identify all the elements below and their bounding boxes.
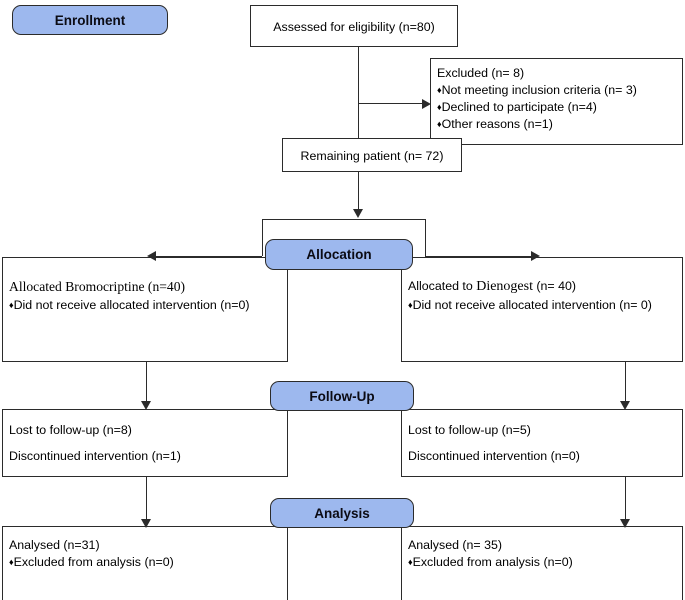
connector-assessed-to-remaining xyxy=(358,47,359,138)
box-followup-left: Lost to follow-up (n=8) Discontinued int… xyxy=(2,409,288,477)
excluded-reason-3: ♦Other reasons (n=1) xyxy=(437,116,678,132)
allocation-split-bar xyxy=(262,219,426,220)
stage-label-analysis-text: Analysis xyxy=(314,505,370,521)
arrow-left-allocation-to-followup xyxy=(140,401,151,410)
allocated-right-heading-suffix: (n= 40) xyxy=(532,279,577,293)
connector-remaining-to-allocation xyxy=(358,172,359,209)
analysis-right-excluded-text: Excluded from analysis (n=0) xyxy=(412,555,573,569)
analysis-right-analysed: Analysed (n= 35) xyxy=(408,538,503,552)
arrow-to-excluded xyxy=(422,98,431,109)
box-assessed-for-eligibility: Assessed for eligibility (n=80) xyxy=(250,5,458,47)
arrow-allocation-left xyxy=(147,251,156,261)
connector-to-excluded xyxy=(358,103,422,104)
stage-label-followup-text: Follow-Up xyxy=(309,388,375,404)
followup-right-discontinued: Discontinued intervention (n=0) xyxy=(408,449,580,463)
connector-right-allocation-to-followup xyxy=(625,362,626,401)
stage-label-enrollment: Enrollment xyxy=(12,5,168,35)
arrow-left-followup-to-analysis xyxy=(140,519,151,528)
excluded-reason-1-text: Not meeting inclusion criteria (n= 3) xyxy=(441,83,637,97)
allocated-right-note: ♦Did not receive allocated intervention … xyxy=(408,297,678,313)
box-remaining-patient: Remaining patient (n= 72) xyxy=(282,138,462,172)
diamond-bullet-icon: ♦ xyxy=(437,102,442,112)
stage-label-allocation: Allocation xyxy=(265,239,413,270)
allocated-left-note-text: Did not receive allocated intervention (… xyxy=(13,298,250,312)
arrow-allocation-right xyxy=(531,251,540,261)
box-allocated-left: Allocated Bromocriptine (n=40) ♦Did not … xyxy=(2,257,288,362)
followup-right-lost: Lost to follow-up (n=5) xyxy=(408,423,531,437)
diamond-bullet-icon: ♦ xyxy=(408,300,413,310)
allocation-arm-right xyxy=(425,256,531,258)
analysis-left-excluded-text: Excluded from analysis (n=0) xyxy=(13,555,174,569)
assessed-text: Assessed for eligibility (n=80) xyxy=(273,20,435,34)
allocation-split-left-drop xyxy=(262,219,263,256)
arrow-remaining-to-allocation xyxy=(352,209,363,218)
analysis-left-excluded: ♦Excluded from analysis (n=0) xyxy=(9,554,283,570)
box-analysis-right: Analysed (n= 35) ♦Excluded from analysis… xyxy=(401,526,683,600)
stage-label-followup: Follow-Up xyxy=(270,381,414,411)
diamond-bullet-icon: ♦ xyxy=(437,119,442,129)
analysis-right-excluded: ♦Excluded from analysis (n=0) xyxy=(408,554,678,570)
connector-left-allocation-to-followup xyxy=(146,362,147,401)
allocated-left-heading: Allocated Bromocriptine (n=40) xyxy=(9,279,186,294)
stage-label-analysis: Analysis xyxy=(270,498,414,528)
stage-label-enrollment-text: Enrollment xyxy=(54,12,126,28)
excluded-reason-1: ♦Not meeting inclusion criteria (n= 3) xyxy=(437,82,678,98)
allocated-left-note: ♦Did not receive allocated intervention … xyxy=(9,297,283,313)
followup-left-discontinued: Discontinued intervention (n=1) xyxy=(9,449,181,463)
excluded-title: Excluded (n= 8) xyxy=(437,66,525,80)
excluded-reason-2-text: Declined to participate (n=4) xyxy=(441,100,597,114)
box-allocated-right: Allocated to Dienogest (n= 40) ♦Did not … xyxy=(401,257,683,362)
box-followup-right: Lost to follow-up (n=5) Discontinued int… xyxy=(401,409,683,477)
stage-label-allocation-text: Allocation xyxy=(306,247,372,262)
arrow-right-allocation-to-followup xyxy=(619,401,630,410)
allocated-right-heading-drug: Dienogest xyxy=(476,279,533,294)
diamond-bullet-icon: ♦ xyxy=(9,300,14,310)
allocated-right-heading-prefix: Allocated to xyxy=(408,279,477,293)
allocation-arm-left xyxy=(156,256,262,258)
box-analysis-left: Analysed (n=31) ♦Excluded from analysis … xyxy=(2,526,288,600)
box-excluded: Excluded (n= 8) ♦Not meeting inclusion c… xyxy=(430,58,683,145)
allocated-right-heading: Allocated to Dienogest (n= 40) xyxy=(408,278,678,296)
excluded-reason-2: ♦Declined to participate (n=4) xyxy=(437,99,678,115)
analysis-left-analysed: Analysed (n=31) xyxy=(9,538,100,552)
arrow-right-followup-to-analysis xyxy=(619,519,630,528)
connector-left-followup-to-analysis xyxy=(146,477,147,519)
allocation-split-right-drop xyxy=(425,219,426,256)
followup-left-lost: Lost to follow-up (n=8) xyxy=(9,423,132,437)
diamond-bullet-icon: ♦ xyxy=(408,557,413,567)
remaining-patient-text: Remaining patient (n= 72) xyxy=(300,149,444,163)
diamond-bullet-icon: ♦ xyxy=(437,85,442,95)
diamond-bullet-icon: ♦ xyxy=(9,557,14,567)
excluded-reason-3-text: Other reasons (n=1) xyxy=(441,117,553,131)
allocated-right-note-text: Did not receive allocated intervention (… xyxy=(412,298,652,312)
connector-right-followup-to-analysis xyxy=(625,477,626,519)
